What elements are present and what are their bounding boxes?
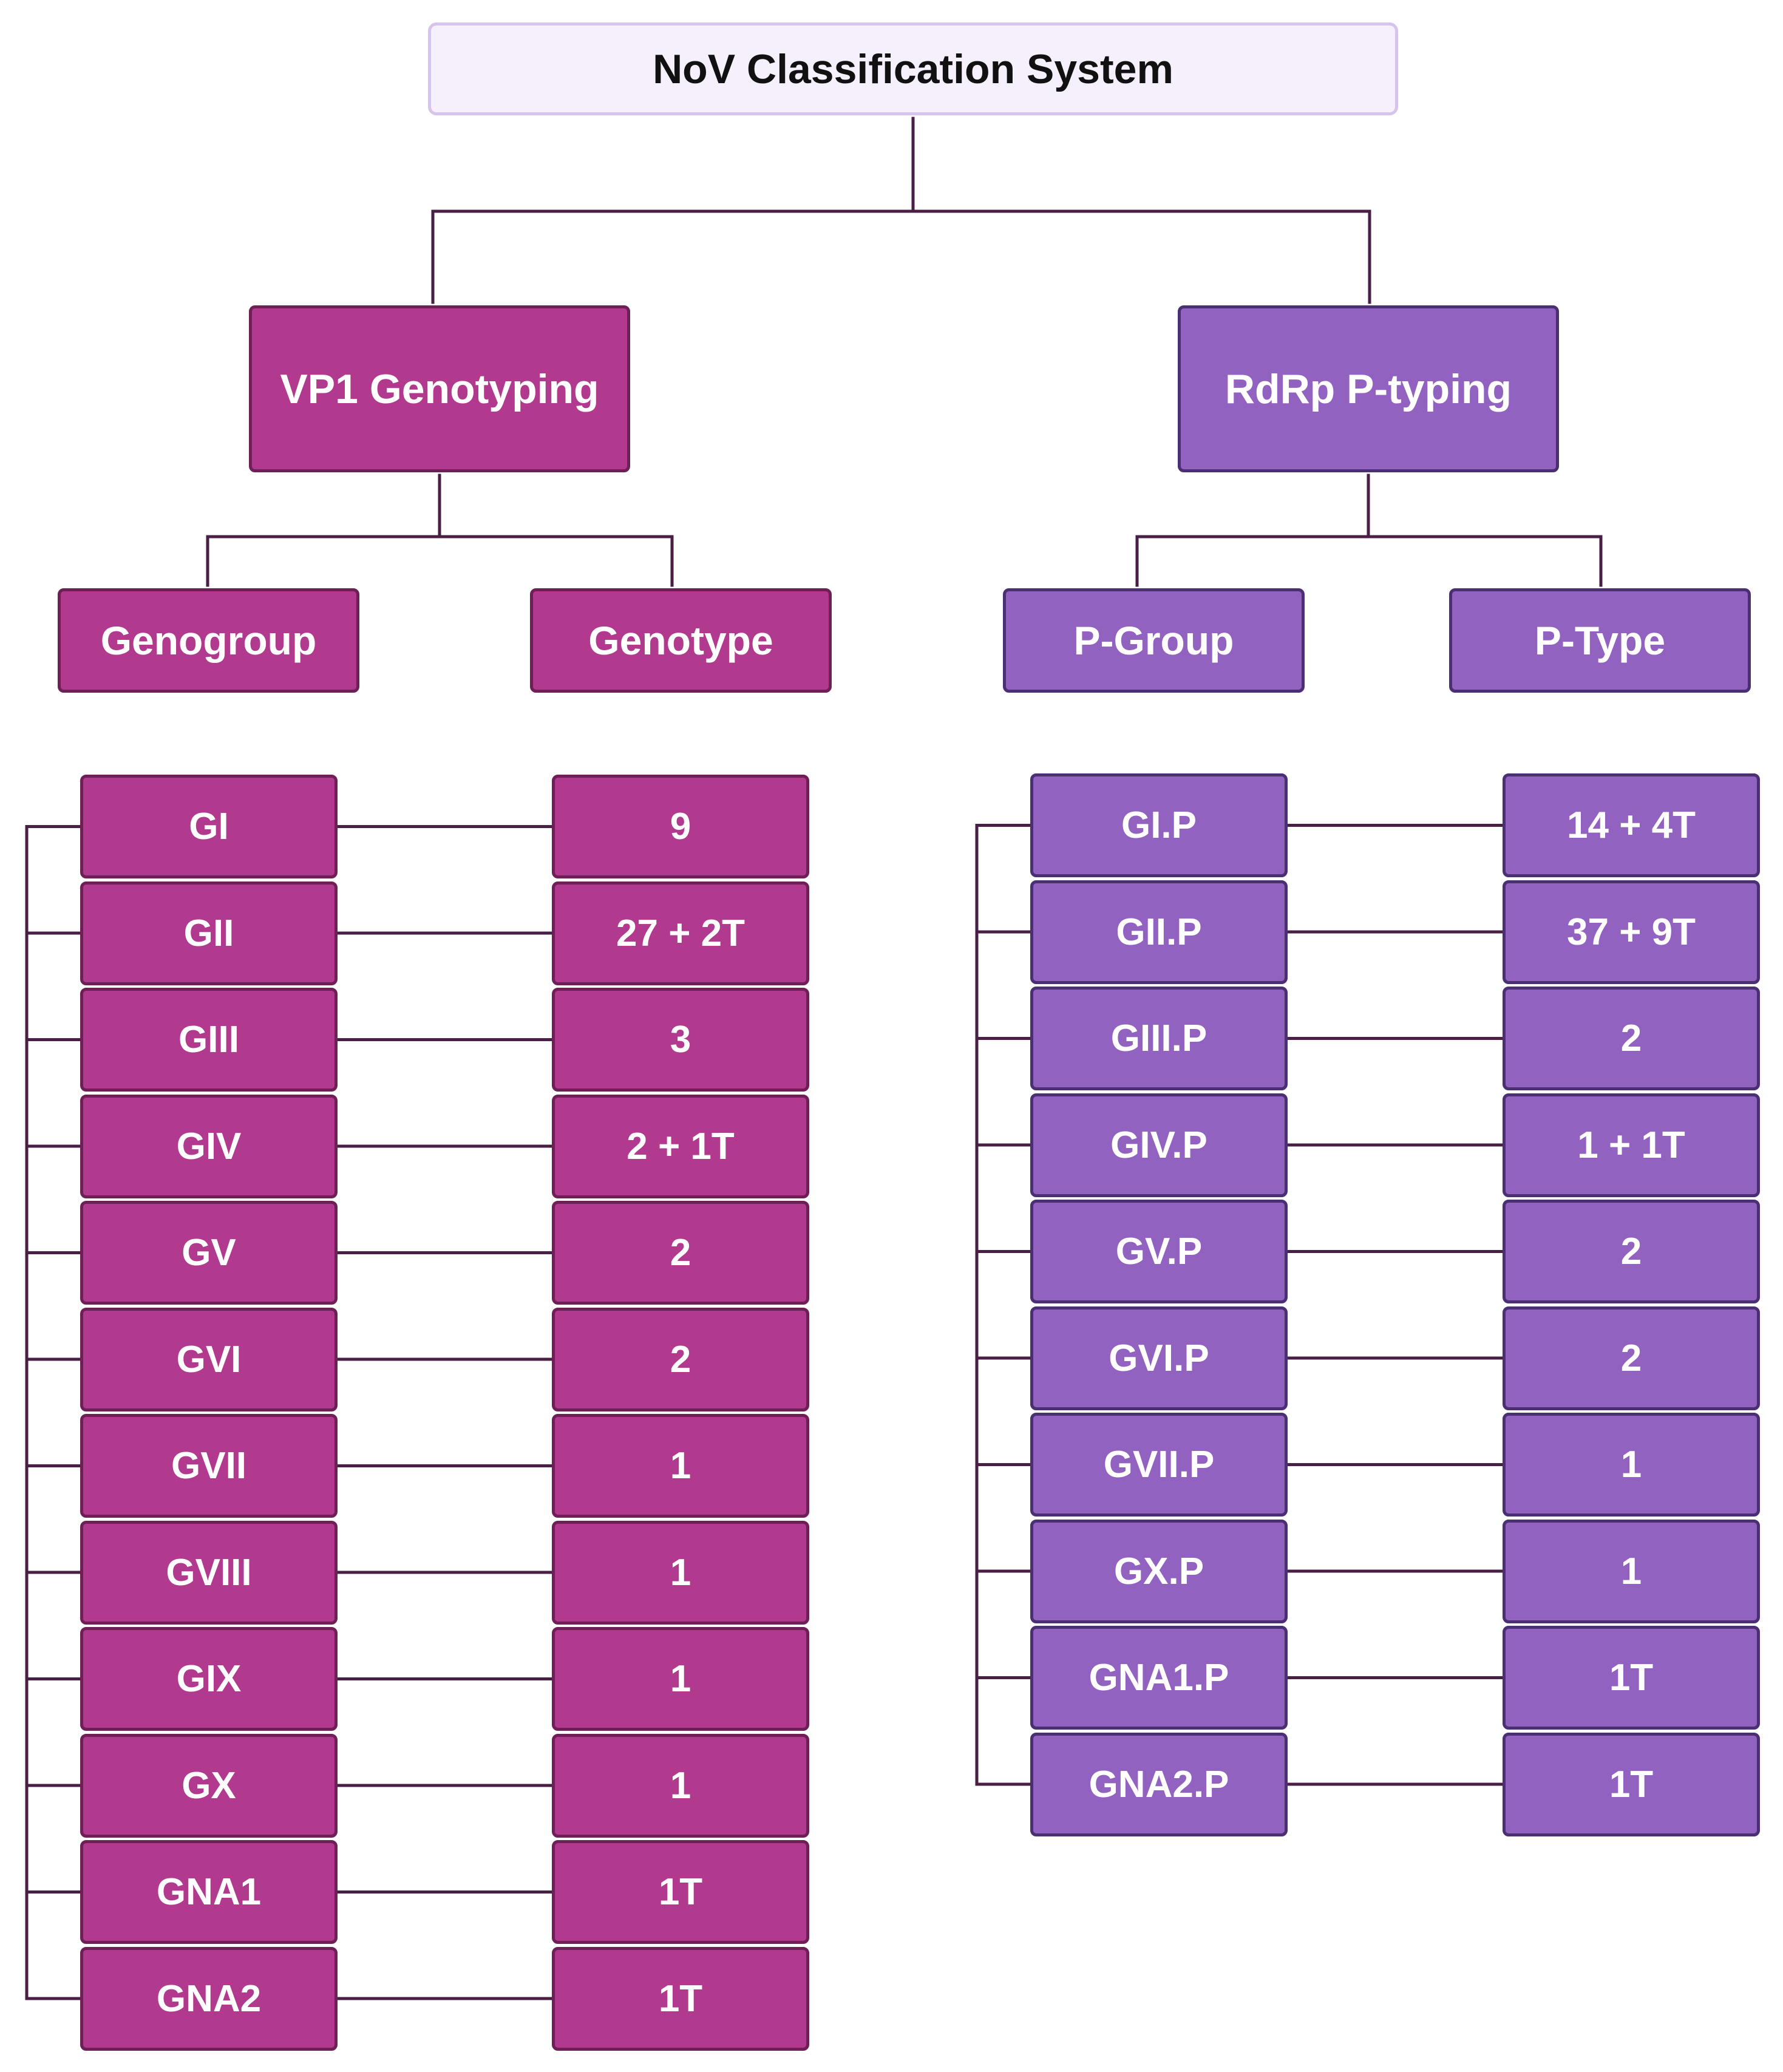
- vp1-count-cell: 9: [552, 775, 809, 878]
- vp1-group-cell: GVI: [80, 1307, 338, 1411]
- rdrp-count-cell: 37 + 9T: [1503, 880, 1760, 984]
- vp1-group-cell: GIV: [80, 1094, 338, 1198]
- vp1-group-cell: GIII: [80, 988, 338, 1092]
- vp1-count-cell: 1: [552, 1520, 809, 1625]
- vp1-count-cell: 3: [552, 988, 809, 1092]
- rdrp-count-cell: 14 + 4T: [1503, 773, 1760, 877]
- vp1-group-cell: GIX: [80, 1627, 338, 1731]
- rdrp-count-cell: 2: [1503, 1200, 1760, 1303]
- vp1-count-cell: 1T: [552, 1840, 809, 1944]
- rdrp-group-cell: GIII.P: [1030, 987, 1288, 1090]
- vp1-group-cell: GNA1: [80, 1840, 338, 1944]
- rdrp-p-typing-box: RdRp P-typing: [1178, 305, 1559, 472]
- vp1-group-cell: GX: [80, 1733, 338, 1838]
- vp1-count-cell: 1: [552, 1627, 809, 1731]
- vp1-count-cell: 1: [552, 1733, 809, 1838]
- vp1-count-cell: 2 + 1T: [552, 1094, 809, 1198]
- rdrp-count-cell: 1 + 1T: [1503, 1093, 1760, 1197]
- rdrp-group-cell: GII.P: [1030, 880, 1288, 984]
- vp1-group-cell: GV: [80, 1201, 338, 1305]
- rdrp-group-cell: GV.P: [1030, 1200, 1288, 1303]
- rdrp-group-cell: GI.P: [1030, 773, 1288, 877]
- vp1-group-cell: GVIII: [80, 1520, 338, 1625]
- rdrp-count-cell: 1: [1503, 1519, 1760, 1623]
- diagram-title: NoV Classification System: [428, 22, 1398, 115]
- rdrp-group-cell: GNA1.P: [1030, 1626, 1288, 1730]
- rdrp-count-cell: 2: [1503, 987, 1760, 1090]
- vp1-group-cell: GNA2: [80, 1946, 338, 2051]
- rdrp-count-cell: 1T: [1503, 1732, 1760, 1836]
- vp1-count-cell: 2: [552, 1201, 809, 1305]
- rdrp-group-cell: GX.P: [1030, 1519, 1288, 1623]
- p-type-header: P-Type: [1449, 588, 1751, 693]
- rdrp-count-cell: 1: [1503, 1413, 1760, 1517]
- vp1-count-cell: 1: [552, 1414, 809, 1518]
- rdrp-count-cell: 1T: [1503, 1626, 1760, 1730]
- rdrp-group-cell: GVII.P: [1030, 1413, 1288, 1517]
- rdrp-count-cell: 2: [1503, 1306, 1760, 1410]
- genotype-header: Genotype: [530, 588, 832, 693]
- vp1-group-cell: GI: [80, 775, 338, 878]
- vp1-count-cell: 2: [552, 1307, 809, 1411]
- vp1-group-cell: GVII: [80, 1414, 338, 1518]
- vp1-count-cell: 1T: [552, 1946, 809, 2051]
- rdrp-group-cell: GVI.P: [1030, 1306, 1288, 1410]
- vp1-count-cell: 27 + 2T: [552, 881, 809, 985]
- genogroup-header: Genogroup: [58, 588, 359, 693]
- vp1-genotyping-box: VP1 Genotyping: [249, 305, 630, 472]
- rdrp-group-cell: GNA2.P: [1030, 1732, 1288, 1836]
- p-group-header: P-Group: [1003, 588, 1305, 693]
- rdrp-group-cell: GIV.P: [1030, 1093, 1288, 1197]
- vp1-group-cell: GII: [80, 881, 338, 985]
